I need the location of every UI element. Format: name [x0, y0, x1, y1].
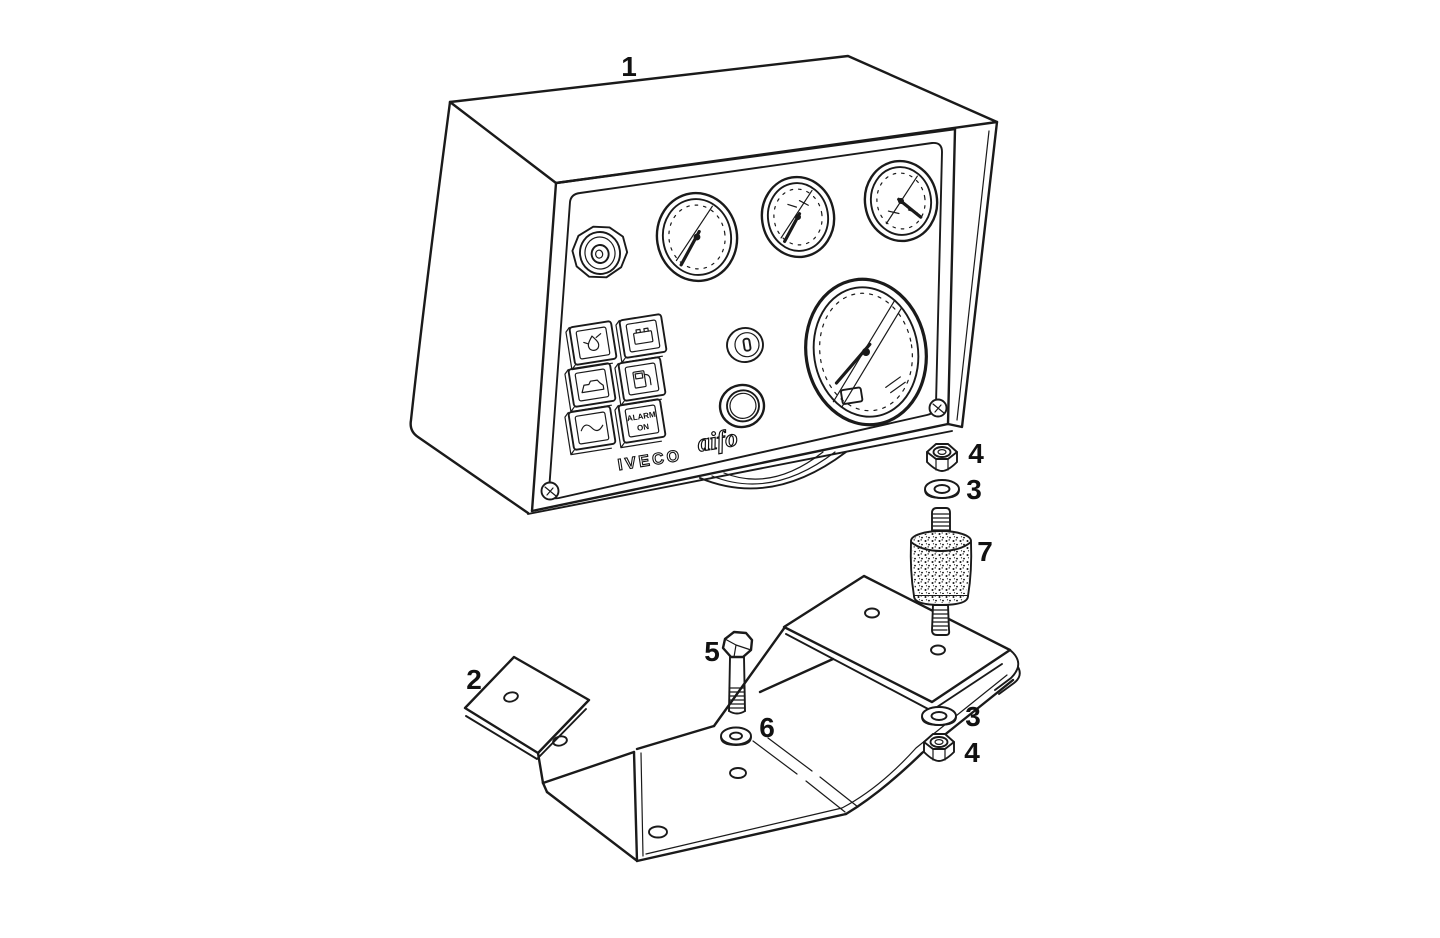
- instrument-panel-part-1: ALARM ON IVECO aifo: [409, 54, 999, 515]
- oil-can-icon: [583, 333, 602, 351]
- panel-face-plate: [548, 141, 943, 500]
- callouts: 1 2 4 3 7 5 6 3 4: [466, 51, 993, 768]
- callout-5: 5: [704, 636, 720, 667]
- panel-bottom-outer-edge: [527, 430, 953, 515]
- web-bend-line-1: [752, 740, 846, 813]
- lamp-alarm: ALARM ON: [614, 398, 667, 449]
- push-button: [726, 327, 764, 363]
- brand-iveco: IVECO: [617, 447, 684, 474]
- mount-bottom-stud: [931, 604, 951, 636]
- alarm-lamp-text-line2: ON: [636, 422, 649, 433]
- washer-part-3-upper: [924, 479, 960, 499]
- key-switch: [571, 225, 629, 279]
- wave-icon: [580, 424, 604, 432]
- panel-left-edge: [409, 100, 530, 515]
- tachometer-gauge: [804, 277, 928, 427]
- battery-icon: [633, 327, 654, 345]
- panel-front-right-edge: [946, 127, 957, 426]
- callout-4-lower: 4: [964, 737, 980, 768]
- panel-front-bottom-edge: [530, 422, 950, 513]
- gauge-2: [760, 175, 836, 259]
- panel-bottom-boss: [699, 451, 847, 490]
- web-hole-center: [729, 767, 747, 779]
- web-bend-line-2: [767, 737, 859, 808]
- lamp-fuel: [614, 356, 667, 407]
- panel-right-edge: [946, 120, 999, 429]
- callout-6: 6: [759, 712, 775, 743]
- washer-part-3-lower: [921, 706, 957, 726]
- bracket-right-flange: [782, 574, 1021, 711]
- left-flange-hole-2: [552, 735, 568, 747]
- bolt-shank: [728, 656, 746, 712]
- button-slot: [742, 337, 752, 352]
- right-flange-hole-1: [864, 607, 880, 619]
- callout-4-upper: 4: [968, 438, 984, 469]
- mount-body: [909, 530, 973, 606]
- brand-text: IVECO aifo: [616, 424, 740, 475]
- callout-2: 2: [466, 664, 482, 695]
- bolt-head: [721, 630, 754, 659]
- panel-screw-bottom-right: [928, 398, 948, 418]
- left-flange-hole-1: [503, 691, 519, 703]
- gauge-1: [655, 191, 739, 283]
- right-flange-fold-mark: [994, 649, 1021, 695]
- lamp-engine: [564, 362, 617, 413]
- washer-part-6: [720, 726, 752, 746]
- nut-part-4-lower: [923, 733, 955, 762]
- engine-icon: [581, 379, 605, 394]
- bracket-left-wall: [536, 750, 644, 863]
- panel-right-bevel: [956, 130, 990, 421]
- brand-aifo: aifo: [695, 424, 739, 457]
- bracket-left-flange: [463, 655, 591, 755]
- callout-1: 1: [621, 51, 637, 82]
- warning-lamp-cluster: ALARM ON: [564, 313, 668, 456]
- left-flange-thickness: [465, 708, 587, 760]
- lamp-battery: [615, 313, 668, 364]
- alarm-lamp-text-line1: ALARM: [626, 410, 656, 423]
- callout-7: 7: [977, 536, 993, 567]
- panel-front-top-edge: [554, 127, 957, 185]
- gauge-3: [863, 159, 939, 243]
- hour-meter-window: [840, 386, 864, 405]
- mounting-bracket-part-2: [463, 574, 1021, 863]
- gauge-2-glare: [780, 189, 813, 239]
- panel-screw-bottom-left: [540, 481, 560, 501]
- bolt-tip: [728, 710, 746, 715]
- bracket-web: [635, 625, 1015, 863]
- callout-3-lower: 3: [965, 701, 981, 732]
- web-hole-left: [648, 825, 668, 839]
- lamp-oil-pressure: [565, 320, 618, 371]
- lamp-glow-plug: [564, 405, 617, 456]
- panel-front-left-edge: [530, 181, 558, 513]
- ring-socket: [718, 383, 766, 429]
- bolt-part-5: [721, 630, 754, 715]
- callout-3-upper: 3: [966, 474, 982, 505]
- rubber-mount-part-7: [909, 507, 973, 636]
- gauge-1-glare: [675, 205, 713, 262]
- right-flange-hole-2: [930, 644, 946, 656]
- fuel-pump-icon: [632, 370, 652, 389]
- nut-part-4-upper: [926, 443, 958, 472]
